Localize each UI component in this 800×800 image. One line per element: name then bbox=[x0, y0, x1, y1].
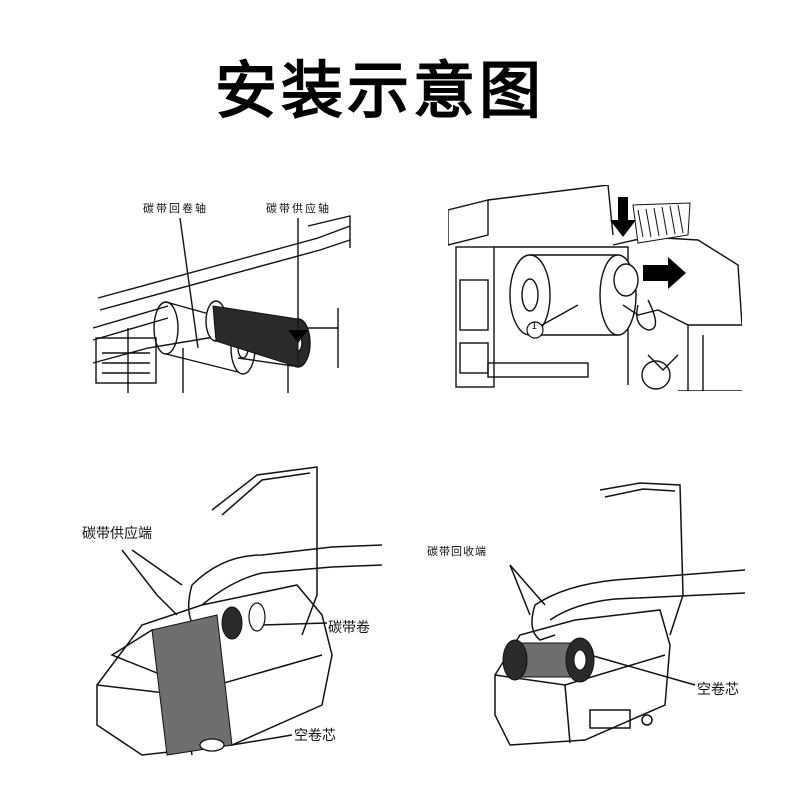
panel-ribbon-shafts: 碳带回卷轴 碳带供应轴 bbox=[88, 188, 358, 398]
label-rewind-end: 碳带回收端 bbox=[427, 545, 487, 558]
arrow-down-icon bbox=[610, 197, 636, 237]
rewind-end-illustration bbox=[494, 482, 745, 746]
page-title: 安装示意图 bbox=[214, 54, 545, 127]
label-empty-core-2: 空卷芯 bbox=[697, 682, 739, 698]
label-ribbon-roll: 碳带卷 bbox=[328, 620, 370, 636]
supply-end-illustration bbox=[96, 466, 382, 756]
panel-insert-roll: 1 bbox=[448, 185, 742, 391]
panel-rewind-end: 碳带回收端 空卷芯 bbox=[415, 475, 745, 760]
ribbon-shafts-illustration bbox=[92, 215, 351, 393]
insert-roll-illustration bbox=[448, 185, 742, 391]
panel-supply-end: 碳带供应端 碳带卷 空卷芯 bbox=[82, 455, 382, 765]
label-supply-end: 碳带供应端 bbox=[82, 526, 152, 542]
arrow-right-icon bbox=[643, 257, 686, 289]
label-supply-shaft: 碳带供应轴 bbox=[266, 202, 331, 215]
step-marker: 1 bbox=[531, 321, 538, 332]
label-rewind-shaft: 碳带回卷轴 bbox=[143, 202, 208, 215]
label-empty-core: 空卷芯 bbox=[294, 728, 336, 744]
